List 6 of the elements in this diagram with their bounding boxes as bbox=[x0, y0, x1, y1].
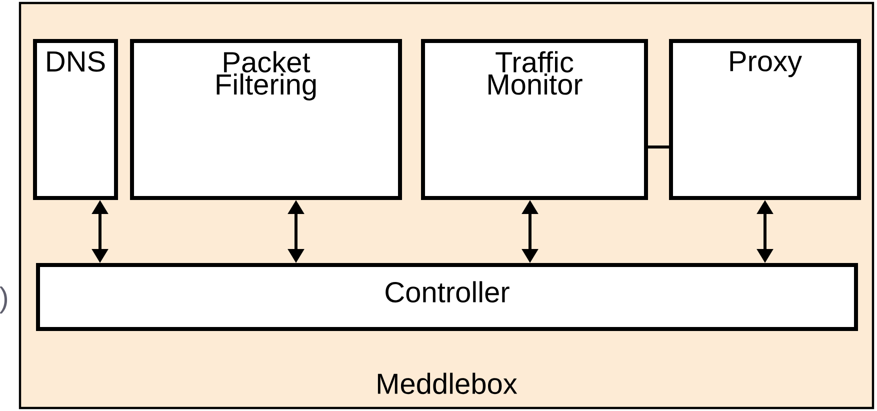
component-box: Packet Filtering bbox=[130, 39, 402, 200]
connector-line bbox=[648, 145, 669, 148]
component-box: Proxy bbox=[669, 39, 861, 200]
controller-bar: Controller bbox=[36, 262, 858, 331]
component-box: DNS bbox=[33, 39, 118, 200]
component-box: Traffic Monitor bbox=[421, 39, 648, 200]
